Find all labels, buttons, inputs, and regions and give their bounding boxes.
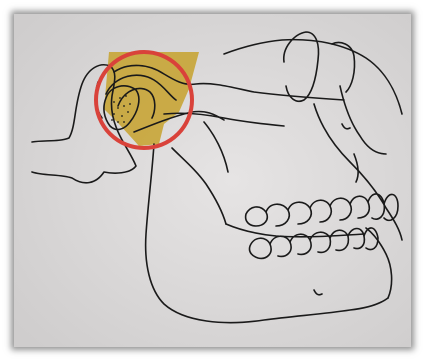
jaw-illustration: [14, 14, 411, 347]
photo: [14, 14, 411, 347]
paper-background: [14, 14, 411, 347]
